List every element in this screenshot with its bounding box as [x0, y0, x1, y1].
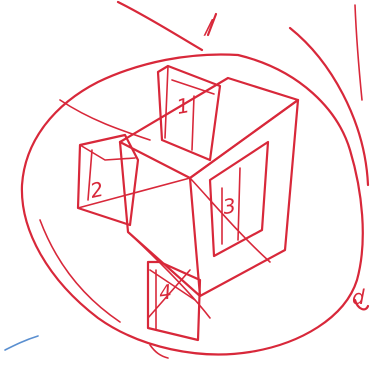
face-3-label: 3: [221, 193, 237, 219]
face-2-label: 2: [88, 177, 105, 203]
right-mark: d: [352, 285, 365, 309]
face-1-label: 1: [175, 93, 192, 119]
top-mark: /: [203, 15, 214, 39]
face-3-sketch: [210, 142, 268, 256]
face-2-sketch: [78, 135, 138, 225]
